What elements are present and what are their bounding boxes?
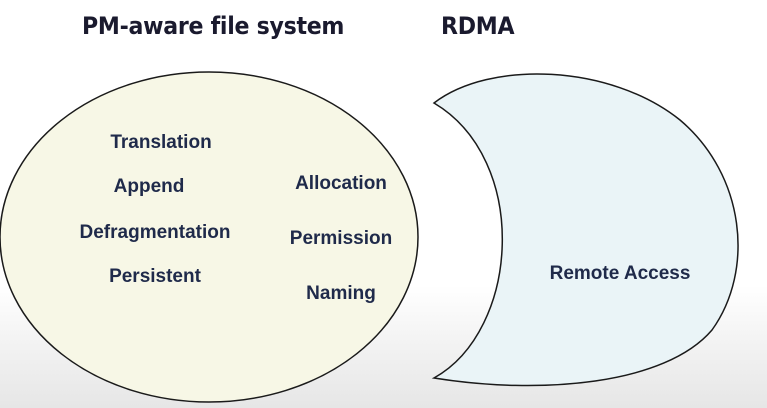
title-pm-aware-file-system: PM-aware file system [82, 12, 345, 40]
label-defragmentation: Defragmentation [79, 222, 231, 243]
label-naming: Naming [306, 283, 376, 304]
label-translation: Translation [110, 132, 212, 153]
title-rdma: RDMA [441, 12, 515, 40]
label-remote-access: Remote Access [549, 263, 691, 284]
rdma-crescent-shape [431, 73, 739, 387]
label-persistent: Persistent [109, 266, 201, 287]
label-allocation: Allocation [295, 173, 387, 194]
label-append: Append [113, 176, 185, 197]
label-permission: Permission [289, 228, 393, 249]
pm-aware-file-system-ellipse [0, 71, 419, 403]
